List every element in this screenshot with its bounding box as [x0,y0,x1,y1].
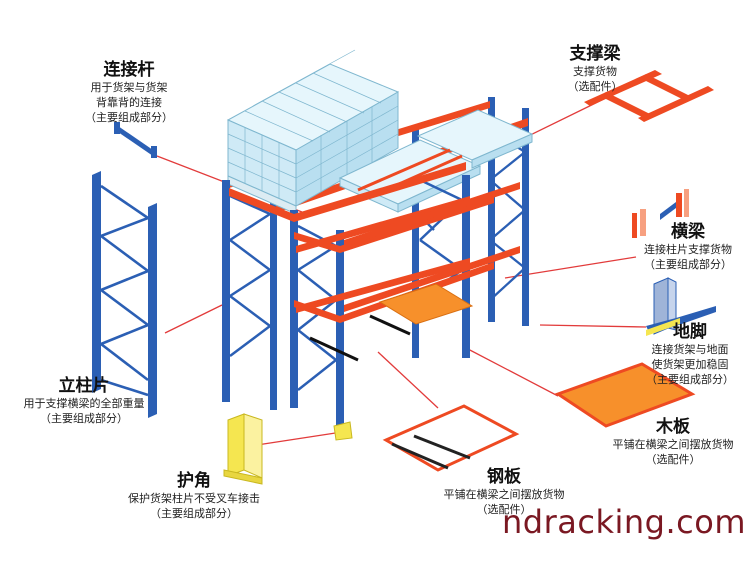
tie-rod-desc-3: （主要组成部分） [85,111,173,124]
wood-board-title: 木板 [656,417,690,437]
steel-board-desc-2: （选配件） [476,503,532,516]
label-wood-board: 木板 平铺在横梁之间摆放货物 （选配件） [598,417,748,467]
footplate-title: 地脚 [673,322,707,342]
installed-board [378,283,474,325]
loose-beam-parts [632,189,689,238]
guard-title: 护角 [177,471,211,491]
loose-wood-board [554,362,696,428]
upright-desc-1: 用于支撑横梁的全部重量 [23,397,145,410]
loose-tie-rod [114,122,157,158]
label-upright: 立柱片 用于支撑横梁的全部重量 （主要组成部分） [4,376,164,426]
tie-rod-title: 连接杆 [103,60,155,80]
label-support-beam: 支撑梁 支撑货物 （选配件） [540,44,650,94]
loose-support-beam [584,70,714,122]
wood-board-desc-1: 平铺在横梁之间摆放货物 [612,438,734,451]
cargo-load [226,49,400,215]
guard-desc-1: 保护货架柱片不受叉车接击 [128,492,260,505]
watermark: ndracking.com [502,503,746,541]
steel-board-title: 钢板 [487,467,521,487]
tie-rod-desc-2: 背靠背的连接 [96,96,162,109]
main-rack [222,49,534,441]
upright-title: 立柱片 [58,376,110,396]
loose-steel-board [382,404,520,472]
footplate-desc-2: 使货架更加稳固 [651,358,729,371]
footplate-desc-1: 连接货架与地面 [651,343,729,356]
label-guard: 护角 保护货架柱片不受叉车接击 （主要组成部分） [104,471,284,521]
loose-upright-frame [92,171,157,418]
label-beam: 横梁 连接柱片支撑货物 （主要组成部分） [628,222,748,272]
support-beam-desc-1: 支撑货物 [573,65,617,78]
upright-desc-2: （主要组成部分） [40,412,128,425]
wood-board-desc-2: （选配件） [645,453,701,466]
beam-desc-1: 连接柱片支撑货物 [644,243,732,256]
steel-board-desc-1: 平铺在横梁之间摆放货物 [443,488,565,501]
beam-desc-2: （主要组成部分） [644,258,732,271]
beam-title: 横梁 [671,222,705,242]
loose-corner-guard [223,413,263,485]
label-footplate: 地脚 连接货架与地面 使货架更加稳固 （主要组成部分） [634,322,746,387]
support-beam-title: 支撑梁 [569,44,621,64]
tie-rod-desc-1: 用于货架与货架 [90,81,168,94]
support-beam-desc-2: （选配件） [567,80,623,93]
label-steel-board: 钢板 平铺在横梁之间摆放货物 （选配件） [424,467,584,517]
footplate-desc-3: （主要组成部分） [646,373,734,386]
loose-footplate [646,277,716,336]
label-tie-rod: 连接杆 用于货架与货架 背靠背的连接 （主要组成部分） [64,60,194,125]
guard-desc-2: （主要组成部分） [150,507,238,520]
